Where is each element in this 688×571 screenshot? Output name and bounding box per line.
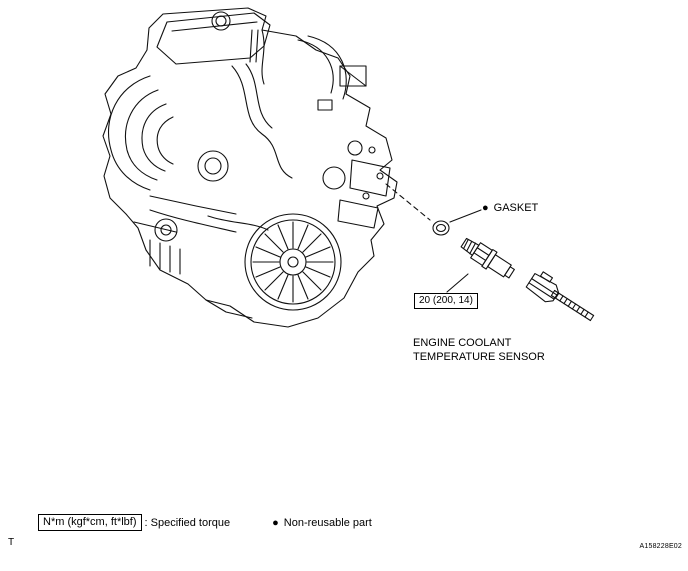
gasket-callout: ● GASKET bbox=[482, 201, 538, 215]
sensor-label-line1: ENGINE COOLANT bbox=[413, 337, 512, 349]
wire-pigtail bbox=[550, 289, 595, 322]
torque-leader-line bbox=[446, 273, 469, 293]
figure-code: A158228E02 bbox=[639, 543, 682, 550]
sensor-label-line2: TEMPERATURE SENSOR bbox=[413, 351, 545, 363]
legend: N*m (kgf*cm, ft*lbf) : Specified torque … bbox=[38, 514, 372, 531]
non-reusable-bullet-icon: ● bbox=[482, 201, 489, 214]
torque-spec-box: 20 (200, 14) bbox=[414, 293, 478, 309]
dashed-leader-line bbox=[385, 183, 431, 221]
intake-manifold bbox=[107, 75, 174, 191]
gasket-ring bbox=[432, 220, 450, 236]
coolant-temperature-sensor bbox=[460, 237, 515, 279]
flywheel-housing bbox=[244, 213, 342, 311]
sensor-callout: ENGINE COOLANT TEMPERATURE SENSOR bbox=[413, 336, 545, 364]
engine-outline bbox=[102, 7, 398, 328]
wire-connector bbox=[525, 271, 560, 303]
valve-cover bbox=[156, 11, 271, 65]
gasket-label-text: GASKET bbox=[493, 202, 539, 214]
page-marker: T bbox=[8, 537, 15, 548]
torque-legend-text: : Specified torque bbox=[144, 516, 231, 529]
gasket-leader-line bbox=[449, 209, 482, 223]
engine-details bbox=[133, 29, 391, 319]
non-reusable-legend-text: Non-reusable part bbox=[283, 516, 372, 529]
non-reusable-bullet-icon: ● bbox=[272, 516, 279, 529]
torque-units-box: N*m (kgf*cm, ft*lbf) bbox=[38, 514, 142, 531]
